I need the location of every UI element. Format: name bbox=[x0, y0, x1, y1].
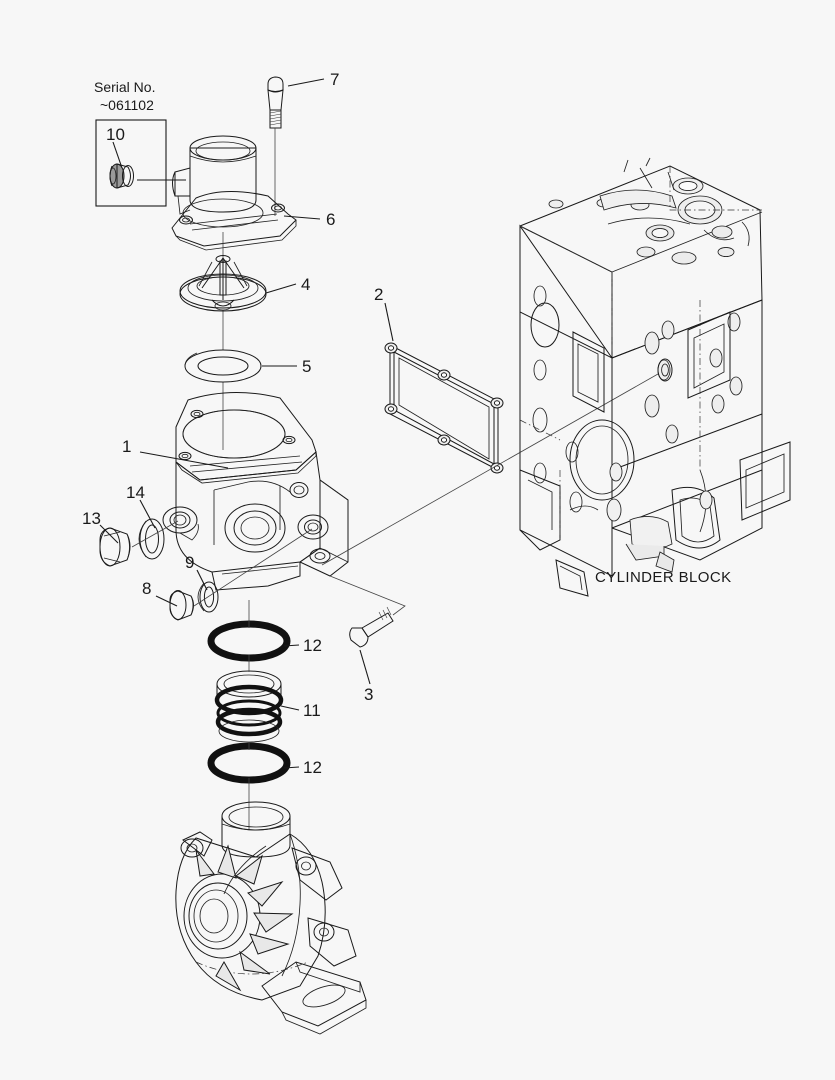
leader-4 bbox=[265, 283, 297, 294]
leader-11 bbox=[280, 705, 300, 711]
callout-6: 6 bbox=[326, 210, 335, 229]
callout-3: 3 bbox=[364, 685, 373, 704]
callout-2: 2 bbox=[374, 285, 383, 304]
serial-note-line1: Serial No. bbox=[94, 79, 155, 95]
water-pump-body bbox=[175, 801, 367, 1035]
part-10-plug: 10 bbox=[106, 125, 186, 189]
part-6-thermostat-cover: 6 bbox=[171, 135, 335, 251]
callout-12-lower: 12 bbox=[303, 758, 322, 777]
callout-8: 8 bbox=[142, 579, 151, 598]
callout-1: 1 bbox=[122, 437, 131, 456]
leader-12-upper bbox=[283, 644, 300, 647]
callout-12-upper: 12 bbox=[303, 636, 322, 655]
callout-5: 5 bbox=[302, 357, 311, 376]
leader-9 bbox=[196, 569, 208, 591]
part-11-water-pump-seal: 11 bbox=[214, 670, 321, 743]
part-14-washer-large: 14 bbox=[126, 483, 179, 560]
part-4-thermostat: 4 bbox=[179, 255, 310, 312]
axis-13-14 bbox=[131, 520, 179, 548]
leader-10 bbox=[112, 141, 123, 169]
callout-4: 4 bbox=[301, 275, 310, 294]
serial-note-box bbox=[95, 119, 167, 207]
part-9-washer-small: 9 bbox=[185, 528, 313, 613]
leader-14 bbox=[139, 499, 156, 529]
axis-8-9 bbox=[193, 528, 313, 607]
cylinder-block: CYLINDER BLOCK bbox=[519, 157, 791, 597]
axis-gasket-to-block bbox=[321, 369, 666, 566]
leader-12-lower bbox=[283, 766, 300, 769]
leader-6 bbox=[283, 215, 321, 220]
part-2-gasket: 2 bbox=[321, 285, 666, 566]
cylinder-block-label: CYLINDER BLOCK bbox=[595, 569, 731, 586]
callout-13: 13 bbox=[82, 509, 101, 528]
leader-13 bbox=[99, 524, 119, 544]
leader-8 bbox=[155, 595, 178, 607]
callout-11: 11 bbox=[303, 701, 321, 720]
part-8-plug-small: 8 bbox=[142, 579, 194, 621]
serial-note: Serial No. ~061102 bbox=[94, 79, 167, 207]
part-5-o-ring: 5 bbox=[184, 349, 311, 383]
callout-14: 14 bbox=[126, 483, 145, 502]
callout-7: 7 bbox=[330, 70, 339, 89]
part-1-thermostat-housing: 1 bbox=[122, 392, 349, 591]
leader-3 bbox=[359, 649, 371, 685]
part-3-bolt-short: 3 bbox=[329, 575, 406, 704]
leader-1 bbox=[139, 451, 229, 469]
serial-note-line2: ~061102 bbox=[100, 97, 154, 113]
leader-2 bbox=[384, 302, 394, 342]
part-13-plug-large: 13 bbox=[82, 509, 131, 567]
leader-7 bbox=[287, 78, 325, 87]
axis-bolt-3 bbox=[329, 575, 406, 616]
part-7-bolt-long: 7 bbox=[267, 70, 339, 216]
callout-10: 10 bbox=[106, 125, 125, 144]
callout-9: 9 bbox=[185, 553, 194, 572]
